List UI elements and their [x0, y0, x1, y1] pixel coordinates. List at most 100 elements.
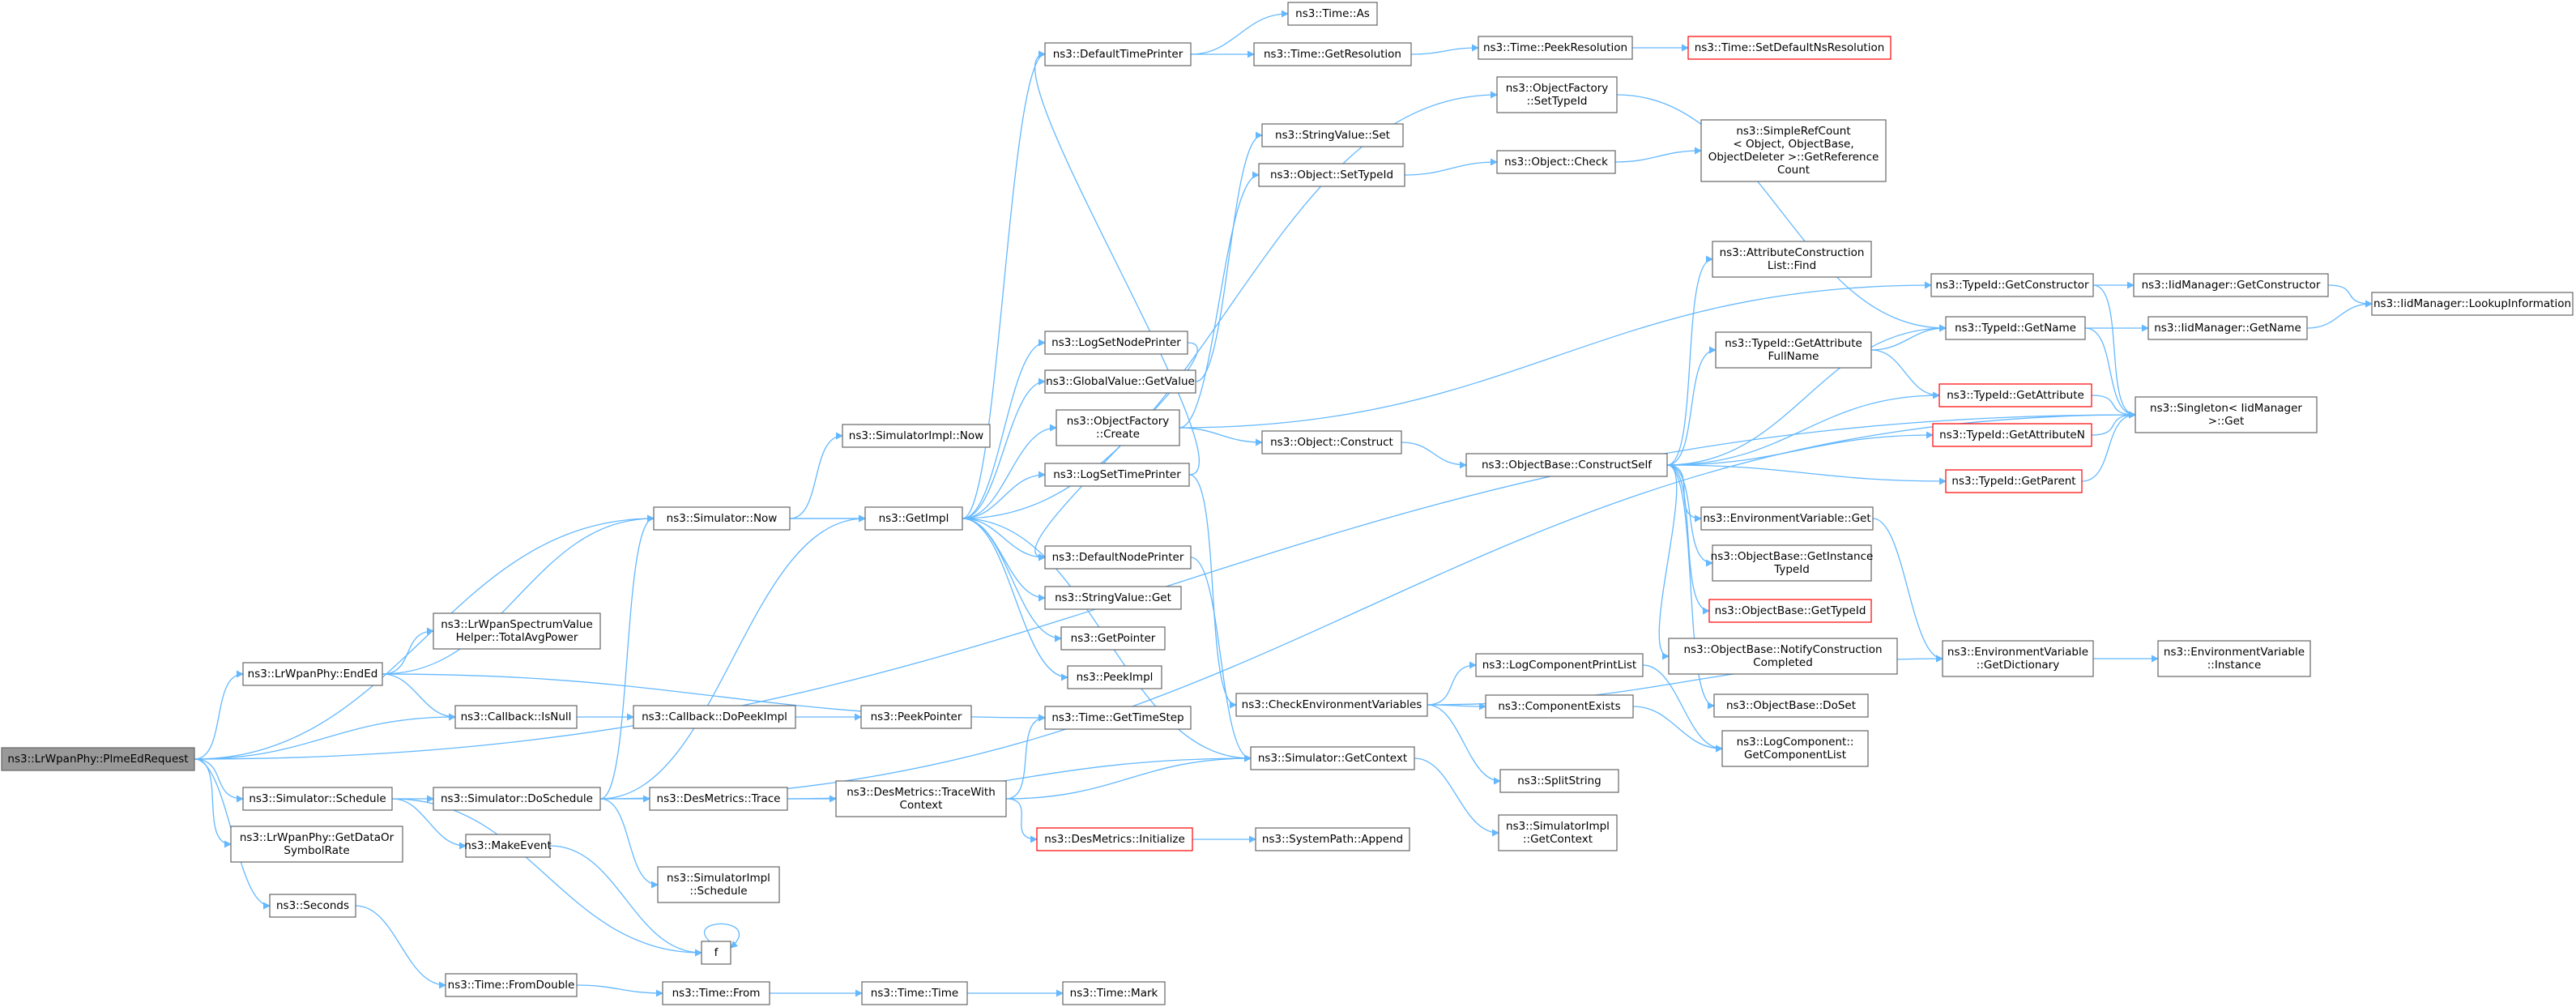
node-box[interactable]: [701, 941, 731, 965]
node-ns3-lrwpanphy-plmeedrequest[interactable]: ns3::LrWpanPhy::PlmeEdRequest: [1, 747, 195, 771]
node-box[interactable]: [1253, 42, 1412, 66]
node-box[interactable]: [662, 981, 770, 1005]
node-ns3-getimpl[interactable]: ns3::GetImpl: [864, 506, 963, 531]
node-ns3-objectfactory-create[interactable]: ns3::ObjectFactory::Create: [1056, 409, 1180, 446]
node-box[interactable]: [1044, 586, 1182, 610]
node-box[interactable]: [1062, 981, 1166, 1005]
node-ns3-componentexists[interactable]: ns3::ComponentExists: [1485, 694, 1634, 719]
node-box[interactable]: [1, 747, 195, 771]
node-box[interactable]: [1932, 423, 2092, 447]
node-box[interactable]: [445, 973, 578, 997]
node-ns3-globalvalue-getvalue[interactable]: ns3::GlobalValue::GetValue: [1044, 369, 1196, 394]
node-ns3-defaulttimeprinter[interactable]: ns3::DefaultTimePrinter: [1044, 42, 1192, 66]
node-box[interactable]: [2157, 640, 2311, 677]
node-ns3-time-getresolution[interactable]: ns3::Time::GetResolution: [1253, 42, 1412, 66]
node-box[interactable]: [433, 787, 601, 811]
node-ns3-object-settypeid[interactable]: ns3::Object::SetTypeId: [1258, 163, 1405, 187]
node-box[interactable]: [1708, 599, 1872, 623]
node-ns3-simulator-now[interactable]: ns3::Simulator::Now: [653, 506, 791, 531]
node-box[interactable]: [1712, 241, 1872, 278]
node-box[interactable]: [1499, 769, 1619, 793]
node-ns3-object-check[interactable]: ns3::Object::Check: [1496, 150, 1616, 174]
node-ns3-time-peekresolution[interactable]: ns3::Time::PeekResolution: [1478, 36, 1633, 60]
node-ns3-objectbase-notifyconstruction-completed[interactable]: ns3::ObjectBase::NotifyConstructionCompl…: [1668, 638, 1898, 675]
node-ns3-objectbase-constructself[interactable]: ns3::ObjectBase::ConstructSelf: [1465, 453, 1668, 477]
node-ns3-checkenvironmentvariables[interactable]: ns3::CheckEnvironmentVariables: [1235, 693, 1428, 717]
node-ns3-time-time[interactable]: ns3::Time::Time: [861, 981, 968, 1005]
node-box[interactable]: [649, 787, 788, 811]
node-f[interactable]: f: [701, 941, 731, 965]
node-box[interactable]: [1465, 453, 1668, 477]
node-box[interactable]: [1067, 665, 1162, 689]
node-box[interactable]: [1942, 640, 2094, 677]
node-box[interactable]: [242, 662, 383, 686]
node-box[interactable]: [1945, 469, 2083, 493]
node-ns3-iidmanager-lookupinformation[interactable]: ns3::IidManager::LookupInformation: [2371, 292, 2574, 316]
node-box[interactable]: [633, 705, 796, 729]
node-ns3-time-gettimestep[interactable]: ns3::Time::GetTimeStep: [1044, 706, 1192, 730]
node-box[interactable]: [1713, 693, 1869, 718]
node-ns3-objectfactory-settypeid[interactable]: ns3::ObjectFactory::SetTypeId: [1496, 76, 1618, 113]
node-box[interactable]: [842, 424, 991, 448]
node-box[interactable]: [1044, 463, 1190, 487]
node-box[interactable]: [465, 834, 551, 858]
node-ns3-seconds[interactable]: ns3::Seconds: [269, 894, 356, 918]
node-ns3-typeid-getname[interactable]: ns3::TypeId::GetName: [1945, 316, 2086, 340]
node-ns3-iidmanager-getconstructor[interactable]: ns3::IidManager::GetConstructor: [2133, 273, 2329, 297]
node-box[interactable]: [1044, 706, 1192, 730]
node-ns3-simplerefcount-object-objectbase-objectdeleter-getreference-count[interactable]: ns3::SimpleRefCount< Object, ObjectBase,…: [1700, 119, 1887, 182]
node-ns3-time-mark[interactable]: ns3::Time::Mark: [1062, 981, 1166, 1005]
node-ns3-environmentvariable-getdictionary[interactable]: ns3::EnvironmentVariable::GetDictionary: [1942, 640, 2094, 677]
node-box[interactable]: [2135, 396, 2318, 433]
node-ns3-logsettimeprinter[interactable]: ns3::LogSetTimePrinter: [1044, 463, 1190, 487]
node-ns3-simulator-schedule[interactable]: ns3::Simulator::Schedule: [242, 787, 393, 811]
node-ns3-stringvalue-set[interactable]: ns3::StringValue::Set: [1261, 123, 1404, 147]
node-ns3-typeid-getattribute[interactable]: ns3::TypeId::GetAttribute: [1938, 383, 2092, 407]
node-ns3-typeid-getconstructor[interactable]: ns3::TypeId::GetConstructor: [1930, 273, 2094, 297]
node-box[interactable]: [1255, 827, 1410, 851]
node-box[interactable]: [1261, 430, 1402, 454]
node-box[interactable]: [242, 787, 393, 811]
node-box[interactable]: [860, 705, 972, 729]
node-box[interactable]: [454, 705, 578, 729]
node-ns3-peekpointer[interactable]: ns3::PeekPointer: [860, 705, 972, 729]
node-box[interactable]: [1496, 150, 1616, 174]
node-box[interactable]: [1287, 2, 1378, 26]
node-box[interactable]: [2371, 292, 2574, 316]
node-ns3-makeevent[interactable]: ns3::MakeEvent: [464, 834, 552, 858]
node-box[interactable]: [835, 780, 1007, 817]
node-ns3-environmentvariable-instance[interactable]: ns3::EnvironmentVariable::Instance: [2157, 640, 2311, 677]
node-ns3-logcomponent-getcomponentlist[interactable]: ns3::LogComponent::GetComponentList: [1721, 730, 1869, 767]
node-ns3-objectbase-doset[interactable]: ns3::ObjectBase::DoSet: [1713, 693, 1869, 718]
node-box[interactable]: [657, 866, 780, 903]
node-ns3-simulator-getcontext[interactable]: ns3::Simulator::GetContext: [1250, 746, 1415, 770]
node-box[interactable]: [433, 612, 601, 650]
node-ns3-singleton-iidmanager-get[interactable]: ns3::Singleton< IidManager>::Get: [2135, 396, 2318, 433]
node-box[interactable]: [1478, 36, 1633, 60]
node-box[interactable]: [1687, 36, 1891, 60]
node-ns3-defaultnodeprinter[interactable]: ns3::DefaultNodePrinter: [1044, 545, 1192, 570]
node-box[interactable]: [1700, 119, 1887, 182]
node-box[interactable]: [1498, 814, 1618, 851]
node-ns3-object-construct[interactable]: ns3::Object::Construct: [1261, 430, 1402, 454]
node-box[interactable]: [864, 506, 963, 531]
node-ns3-peekimpl[interactable]: ns3::PeekImpl: [1067, 665, 1162, 689]
node-ns3-lrwpanspectrumvalue-helper-totalavgpower[interactable]: ns3::LrWpanSpectrumValueHelper::TotalAvg…: [433, 612, 601, 650]
node-box[interactable]: [1056, 409, 1180, 446]
node-box[interactable]: [1700, 506, 1874, 531]
node-box[interactable]: [1475, 653, 1644, 677]
node-ns3-simulatorimpl-now[interactable]: ns3::SimulatorImpl::Now: [842, 424, 991, 448]
node-box[interactable]: [1044, 331, 1188, 355]
node-ns3-time-fromdouble[interactable]: ns3::Time::FromDouble: [445, 973, 578, 997]
node-ns3-desmetrics-trace[interactable]: ns3::DesMetrics::Trace: [649, 787, 788, 811]
node-box[interactable]: [1668, 638, 1898, 675]
node-ns3-splitstring[interactable]: ns3::SplitString: [1499, 769, 1619, 793]
node-ns3-logsetnodeprinter[interactable]: ns3::LogSetNodePrinter: [1044, 331, 1188, 355]
node-ns3-typeid-getattributen[interactable]: ns3::TypeId::GetAttributeN: [1932, 423, 2092, 447]
node-box[interactable]: [861, 981, 968, 1005]
node-ns3-simulatorimpl-schedule[interactable]: ns3::SimulatorImpl::Schedule: [657, 866, 780, 903]
node-ns3-typeid-getparent[interactable]: ns3::TypeId::GetParent: [1945, 469, 2083, 493]
